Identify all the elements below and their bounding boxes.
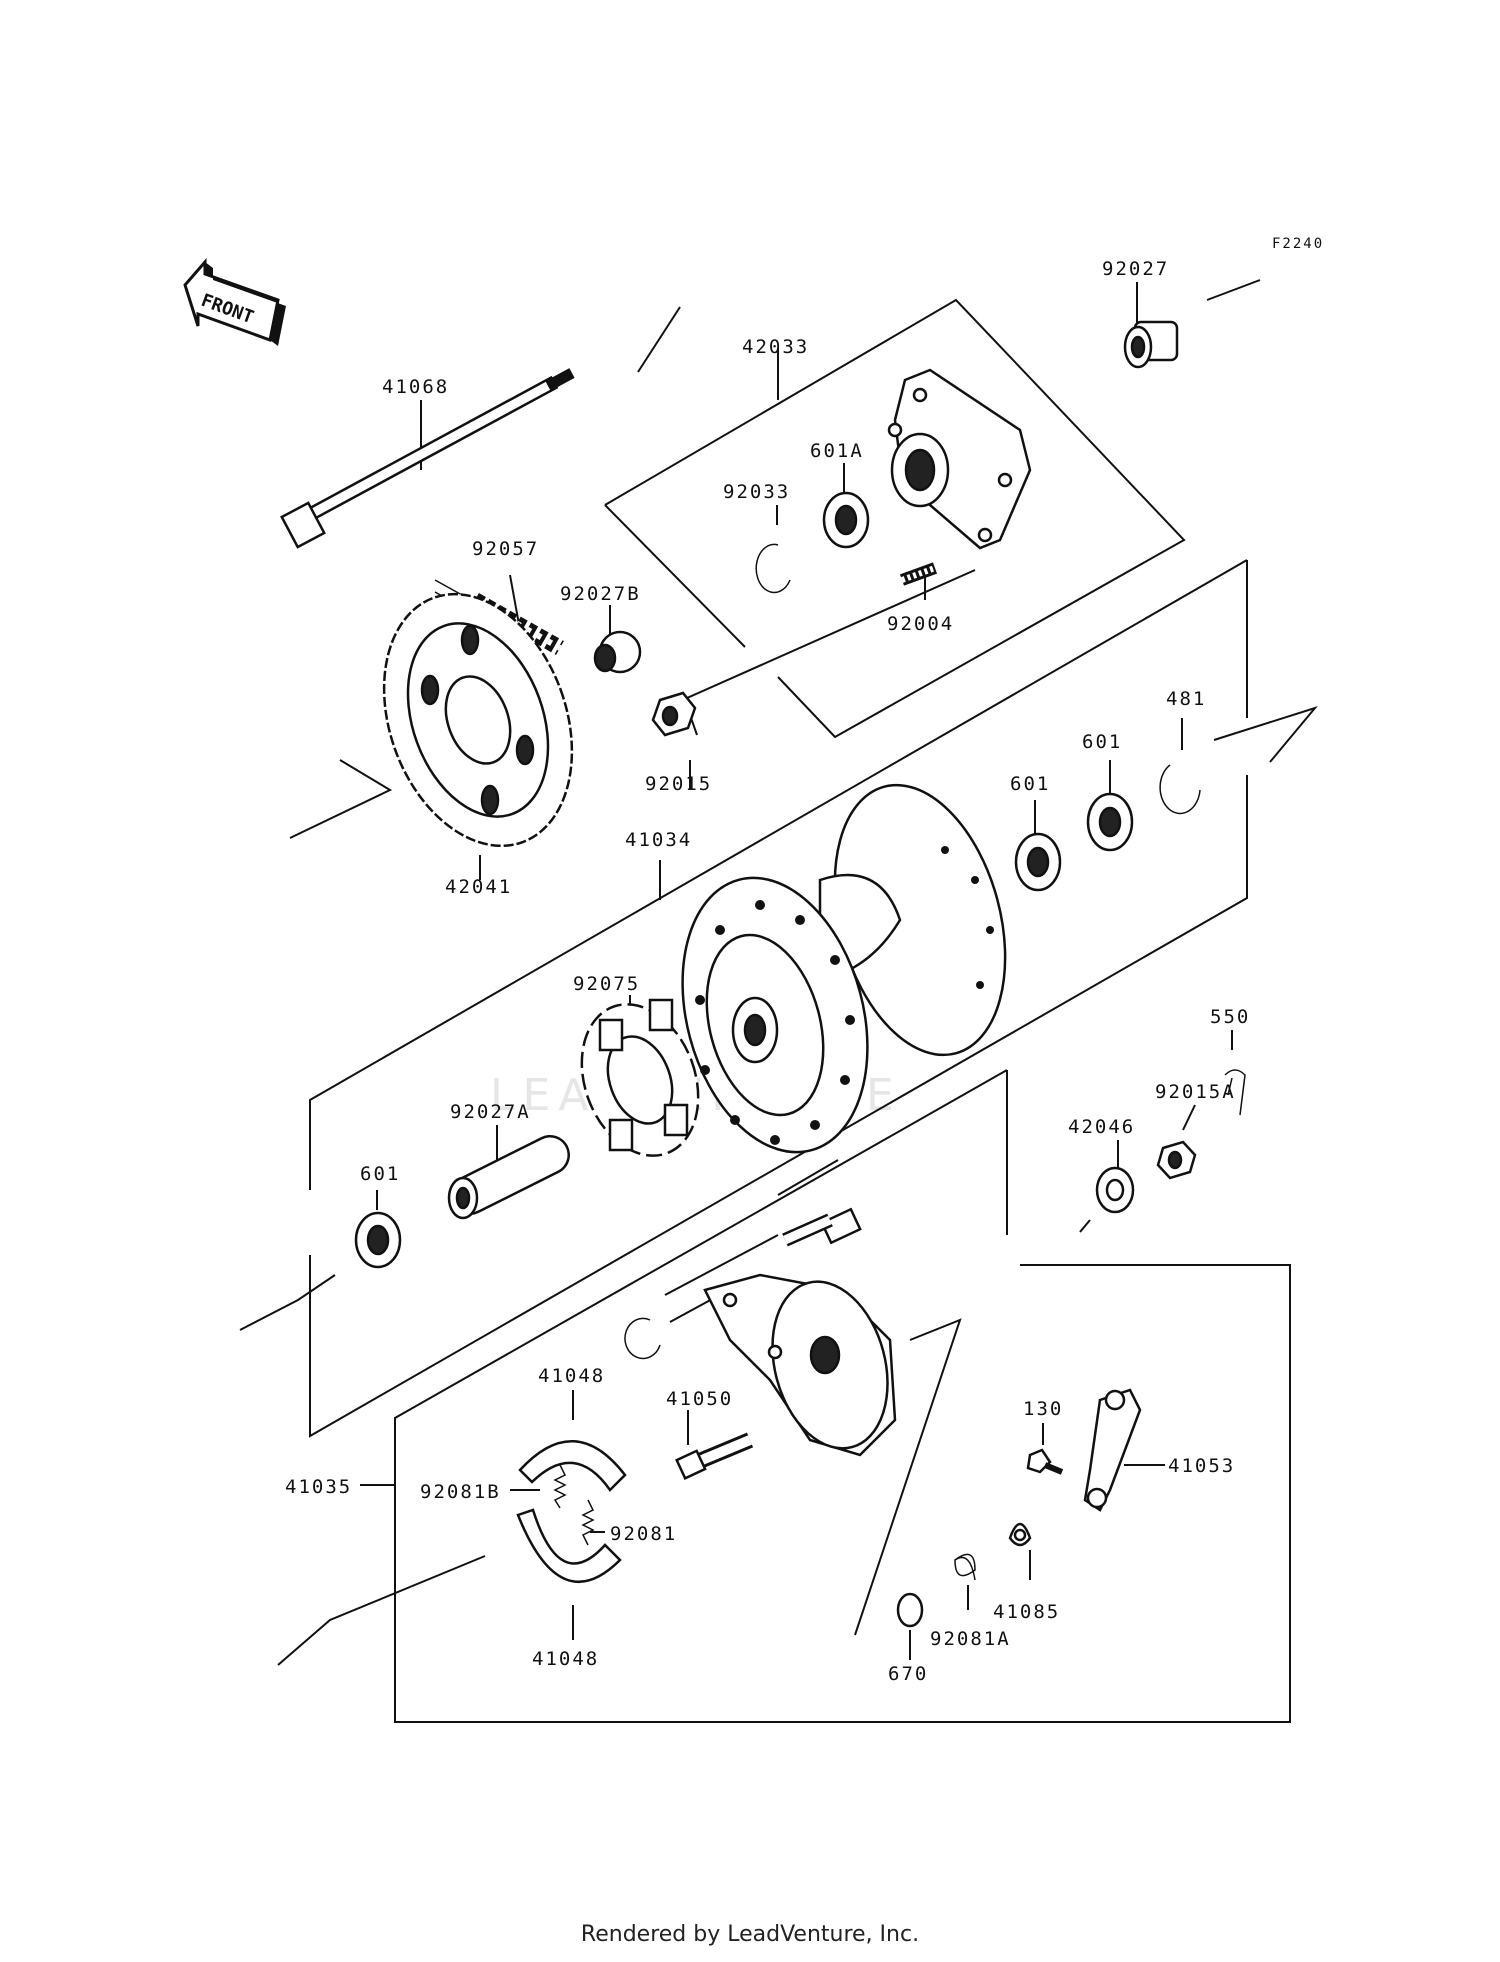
label-92081b: 92081B <box>420 1481 501 1503</box>
part-92075-damper <box>580 998 700 1157</box>
part-41048-shoe-top <box>518 1440 627 1492</box>
label-670: 670 <box>888 1663 928 1685</box>
part-41048-shoe-bottom <box>516 1508 622 1584</box>
label-92057: 92057 <box>472 538 539 560</box>
part-41035-brake-panel <box>703 1273 897 1457</box>
label-41034: 41034 <box>625 829 692 851</box>
label-41068: 41068 <box>382 376 449 398</box>
part-41053-lever <box>1083 1388 1142 1512</box>
label-42041: 42041 <box>445 876 512 898</box>
label-92004: 92004 <box>887 613 954 635</box>
label-481: 481 <box>1166 688 1206 710</box>
part-601-bearing-mid <box>1014 832 1062 892</box>
part-550-cotter-pin <box>1224 1069 1246 1116</box>
part-92081a-spring <box>954 1553 976 1581</box>
label-550: 550 <box>1210 1006 1250 1028</box>
part-42046-washer <box>1095 1166 1135 1214</box>
part-92027-collar <box>1123 320 1179 369</box>
part-92015-nut <box>651 691 697 737</box>
label-601-left: 601 <box>360 1163 400 1185</box>
label-92015a: 92015A <box>1155 1081 1236 1103</box>
label-92027: 92027 <box>1102 258 1169 280</box>
label-41048-top: 41048 <box>538 1365 605 1387</box>
part-bolt <box>782 1207 862 1247</box>
label-41085: 41085 <box>993 1601 1060 1623</box>
part-92081-spring <box>581 1499 595 1546</box>
label-41053: 41053 <box>1168 1455 1235 1477</box>
part-130-bolt <box>1026 1448 1064 1475</box>
diagram-code: F2240 <box>1272 236 1324 252</box>
part-92027a-sleeve <box>447 1135 570 1220</box>
part-circlip-brake <box>624 1317 661 1360</box>
part-92015a-castle-nut <box>1156 1140 1197 1180</box>
label-92081: 92081 <box>610 1523 677 1545</box>
part-601-bearing-left <box>354 1211 402 1269</box>
label-41050: 41050 <box>666 1388 733 1410</box>
label-42046: 42046 <box>1068 1116 1135 1138</box>
label-601-mid: 601 <box>1010 773 1050 795</box>
label-92033: 92033 <box>723 481 790 503</box>
label-41048-bottom: 41048 <box>532 1648 599 1670</box>
part-92004-stud <box>899 562 938 586</box>
part-92027b-collar <box>593 630 642 674</box>
part-481-circlip <box>1159 764 1201 815</box>
label-41035: 41035 <box>285 1476 352 1498</box>
part-41068-axle <box>280 368 575 549</box>
part-41085-indicator <box>1008 1522 1032 1547</box>
label-601-top: 601 <box>1082 731 1122 753</box>
part-670-o-ring <box>896 1592 924 1628</box>
part-92081b-spring <box>553 1464 567 1509</box>
part-601-bearing-top <box>1086 792 1134 852</box>
label-130: 130 <box>1023 1398 1063 1420</box>
label-92027a: 92027A <box>450 1101 531 1123</box>
label-92027b: 92027B <box>560 583 641 605</box>
footer-credit: Rendered by LeadVenture, Inc. <box>580 1922 920 1947</box>
label-92075: 92075 <box>573 973 640 995</box>
part-41050-cam <box>675 1432 754 1480</box>
part-42033-hub-flange <box>887 368 1032 550</box>
label-92081a: 92081A <box>930 1628 1011 1650</box>
part-92033-circlip <box>755 543 791 594</box>
part-42041-sprocket <box>382 592 574 848</box>
front-arrow-icon: FRONT <box>183 257 286 346</box>
label-601a: 601A <box>810 440 864 462</box>
frame-lines <box>239 279 1318 1723</box>
label-42033: 42033 <box>742 336 809 358</box>
part-601a-bearing <box>822 491 870 549</box>
part-41034-wheel-hub <box>681 783 1007 1154</box>
label-92015: 92015 <box>645 773 712 795</box>
